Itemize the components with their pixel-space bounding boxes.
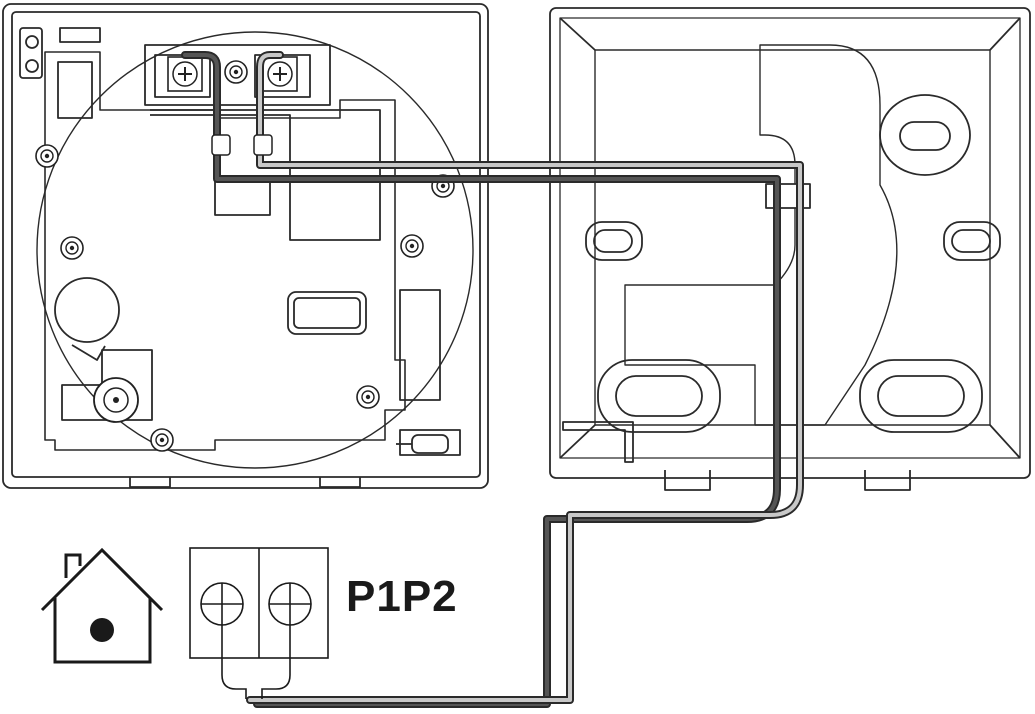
wire-connectors [211,134,273,156]
screw-icon [35,60,455,452]
wall-box [549,7,1031,491]
terminal-block [189,547,329,699]
house-icon [40,547,164,664]
wire-light [246,51,804,704]
terminal-label: P1P2 [346,572,458,621]
